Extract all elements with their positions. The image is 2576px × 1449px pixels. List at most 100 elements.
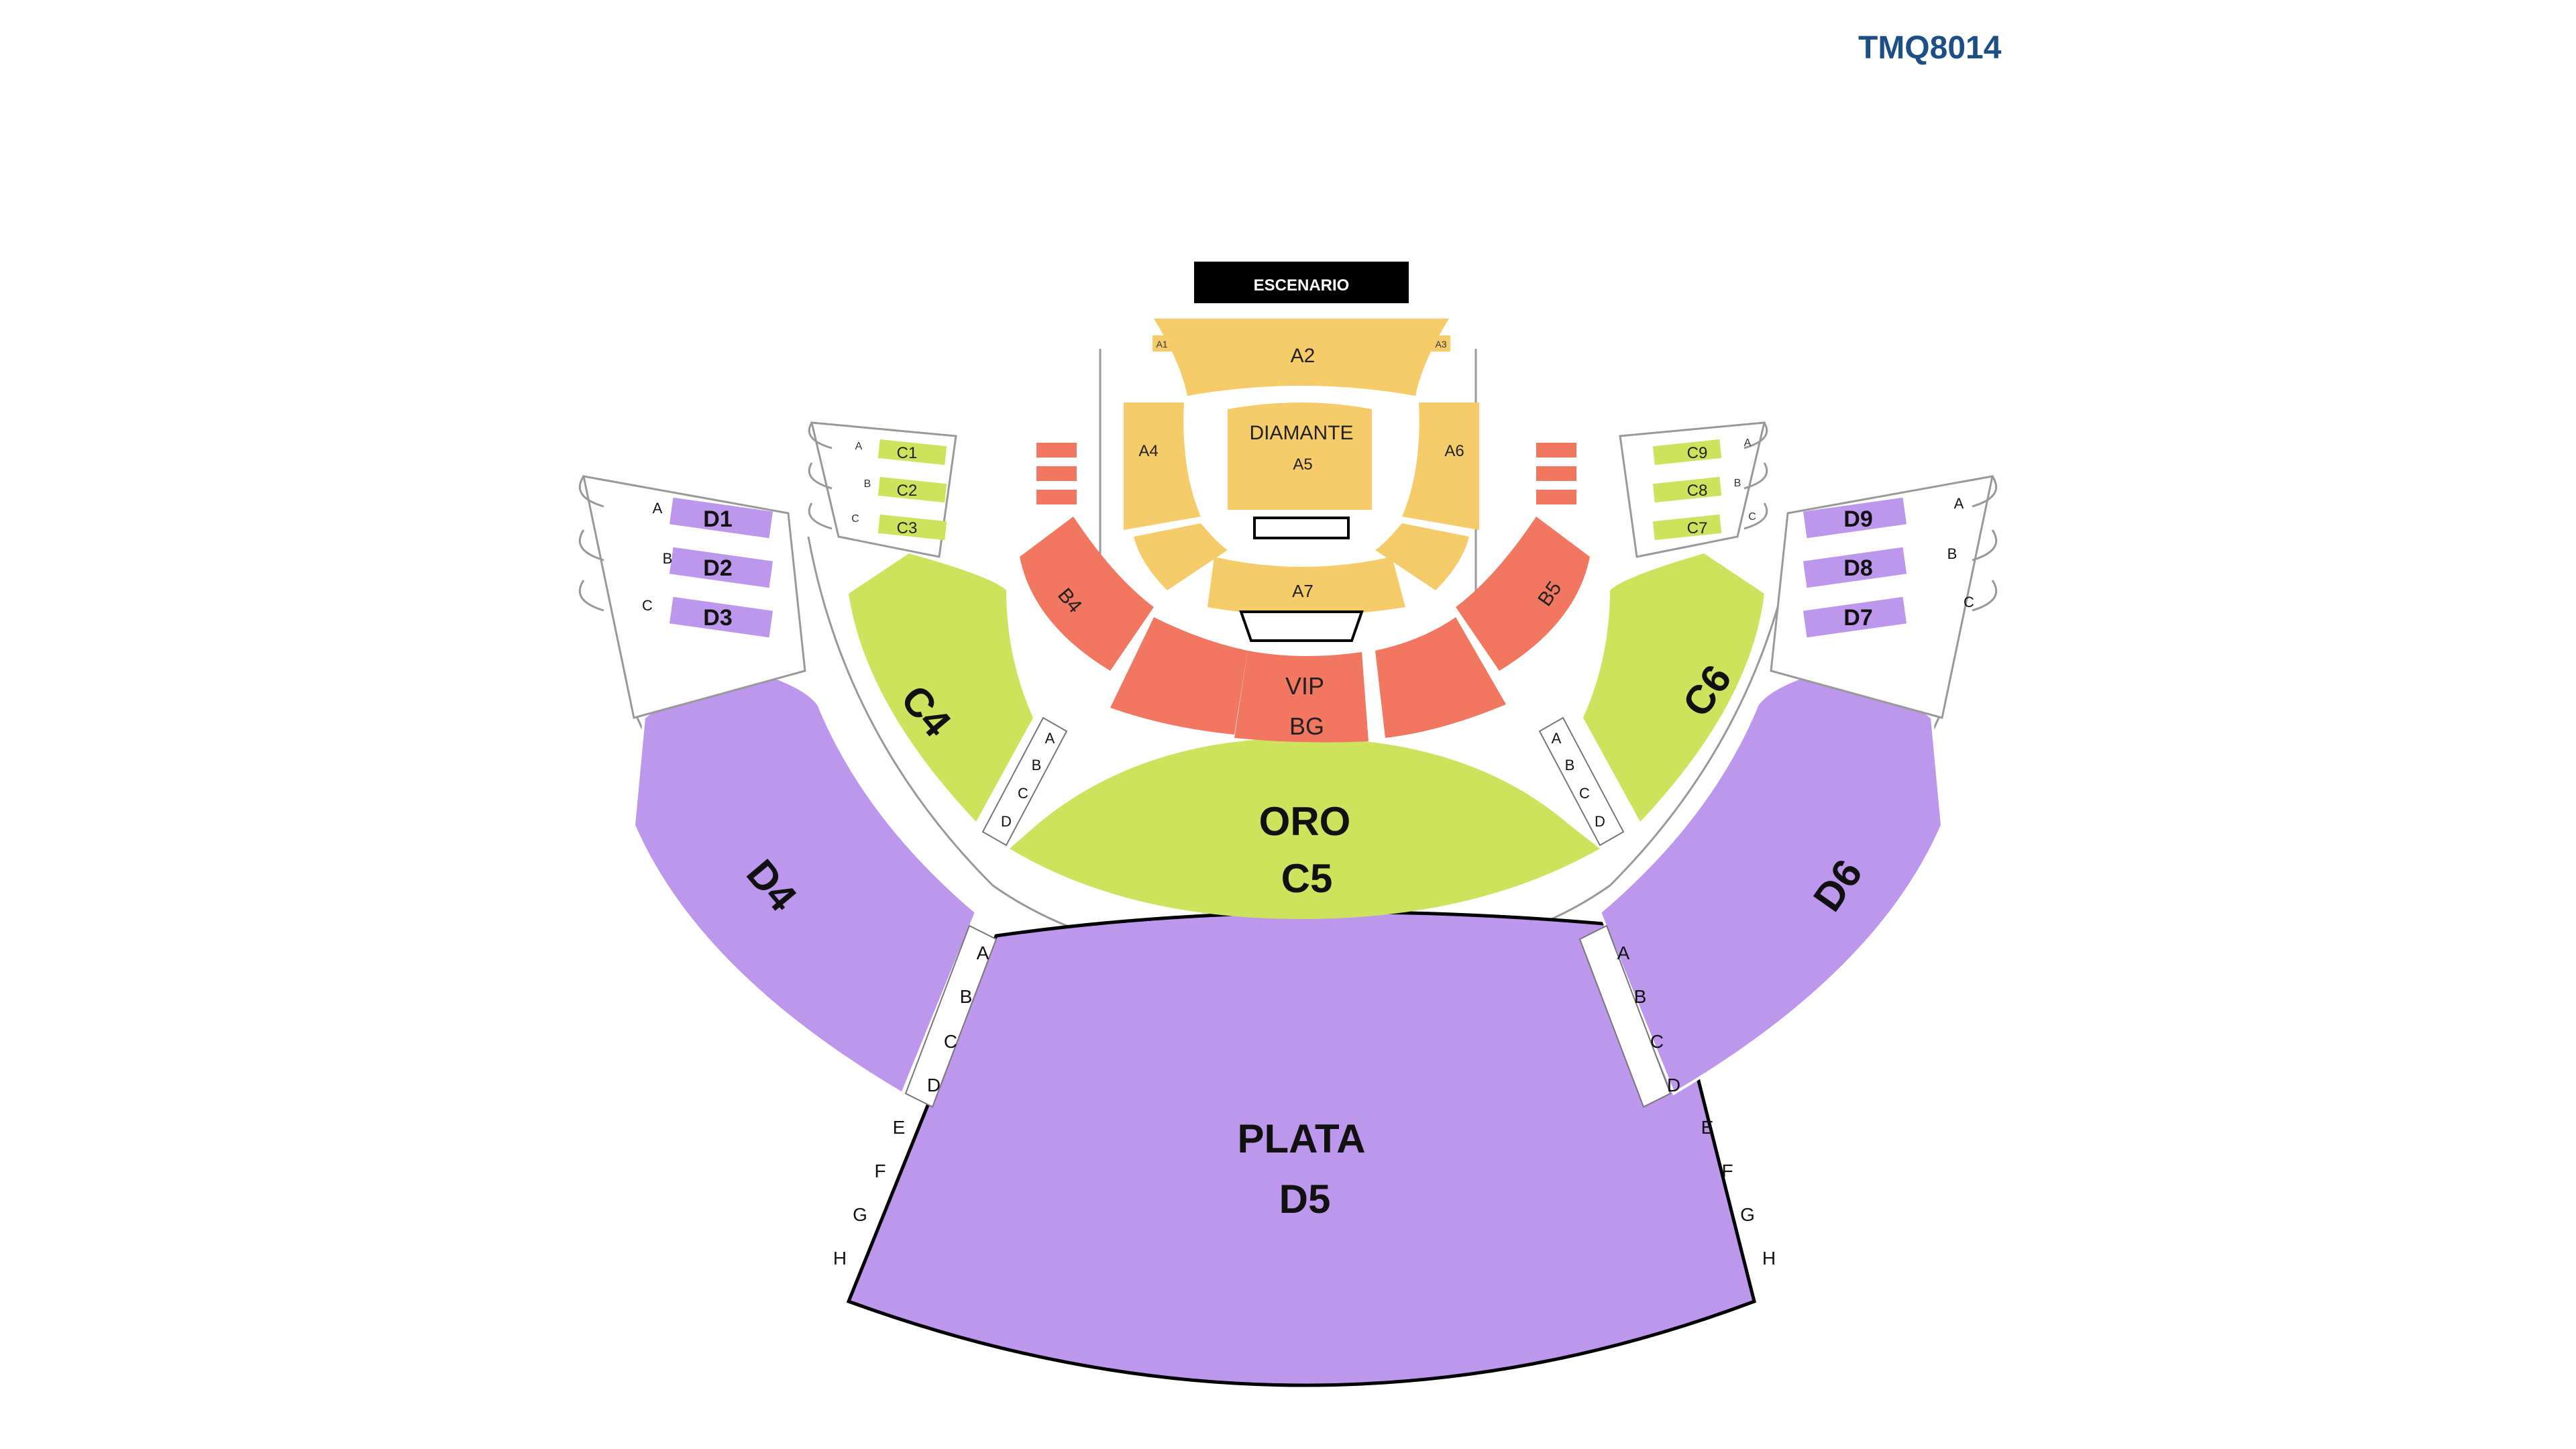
aisle-left-d-row-c: C <box>944 1031 957 1052</box>
aisle-left-c-row-c: C <box>1018 785 1028 802</box>
stage-label: ESCENARIO <box>1254 276 1350 294</box>
aisle-left-d-row-b: B <box>960 986 973 1007</box>
label-c3: C3 <box>897 519 918 537</box>
box-c7[interactable] <box>1652 514 1722 541</box>
row-a-d1: A <box>653 500 663 517</box>
row-c-c7: C <box>1748 511 1756 523</box>
aisle-right-d-row-a: A <box>1617 943 1630 963</box>
label-diamante: DIAMANTE <box>1249 422 1353 444</box>
label-a6: A6 <box>1444 442 1464 460</box>
label-vip: VIP <box>1285 672 1324 700</box>
label-d1: D1 <box>703 506 732 532</box>
section-a4[interactable] <box>1124 402 1201 530</box>
aisle-right-c-row-a: A <box>1552 730 1562 747</box>
red-boxes-right[interactable] <box>1536 443 1576 504</box>
aisle-right-d-row-g: G <box>1740 1204 1755 1225</box>
section-b4[interactable] <box>1020 517 1154 671</box>
aisle-right-c-row-c: C <box>1579 785 1590 802</box>
section-a5-diamante[interactable] <box>1228 402 1372 510</box>
aisle-right-c-row-d: D <box>1595 813 1605 830</box>
row-b-c2: B <box>864 478 871 490</box>
aisle-left-d-row-h: H <box>833 1248 847 1269</box>
box-c1[interactable] <box>877 439 947 466</box>
map-code: TMQ8014 <box>1858 30 2002 66</box>
section-a-right-lower[interactable] <box>1375 523 1469 590</box>
red-boxes-left[interactable] <box>1036 443 1077 504</box>
label-c7: C7 <box>1687 519 1708 537</box>
section-d6[interactable] <box>1598 659 1944 1095</box>
aisle-left-c-row-b: B <box>1032 757 1042 773</box>
section-a7[interactable] <box>1208 557 1405 616</box>
aisle-left-d: A B C D E F G H <box>833 924 998 1269</box>
row-a-d9: A <box>1954 495 1964 512</box>
control-booth-b <box>1239 610 1364 642</box>
box-d7[interactable] <box>1803 596 1907 638</box>
aisle-left-d-row-d: D <box>927 1075 941 1095</box>
box-c9[interactable] <box>1652 439 1722 466</box>
box-c3[interactable] <box>877 514 947 541</box>
label-d5: D5 <box>1279 1177 1331 1222</box>
aisle-left-d-row-a: A <box>977 943 989 963</box>
label-a2: A2 <box>1291 345 1316 367</box>
aisle-left-d-row-g: G <box>853 1204 867 1225</box>
label-a7: A7 <box>1292 581 1313 601</box>
box-d9[interactable] <box>1803 497 1907 539</box>
aisle-left-d-row-e: E <box>893 1117 906 1138</box>
label-c1: C1 <box>897 444 918 462</box>
label-c9: C9 <box>1687 444 1708 462</box>
row-c-d3: C <box>642 597 653 614</box>
label-d2: D2 <box>703 555 732 581</box>
label-plata: PLATA <box>1237 1116 1365 1161</box>
label-d3: D3 <box>703 605 732 631</box>
section-a1[interactable] <box>1152 335 1171 352</box>
section-vip-bg[interactable] <box>1234 651 1368 743</box>
row-c-d7: C <box>1964 594 1974 610</box>
label-a3: A3 <box>1435 339 1446 350</box>
box-c8[interactable] <box>1652 476 1722 503</box>
row-a-c9: A <box>1744 437 1752 449</box>
aisle-left-c-row-a: A <box>1045 730 1055 747</box>
label-c2: C2 <box>897 482 918 500</box>
label-d8: D8 <box>1843 555 1872 581</box>
label-a1: A1 <box>1156 339 1167 350</box>
aisle-right-d-row-b: B <box>1634 986 1647 1007</box>
aisle-right-d-row-h: H <box>1762 1248 1776 1269</box>
row-b-d2: B <box>663 550 673 567</box>
box-d1[interactable] <box>669 497 773 539</box>
row-a-c1: A <box>855 441 863 452</box>
label-d9: D9 <box>1843 506 1872 532</box>
label-a4: A4 <box>1138 442 1158 460</box>
aisle-left-c: A B C D <box>981 716 1068 847</box>
box-d8[interactable] <box>1803 547 1907 588</box>
box-d3[interactable] <box>669 596 773 638</box>
section-a6[interactable] <box>1402 402 1479 530</box>
label-c5: C5 <box>1281 856 1333 901</box>
section-c4[interactable] <box>849 553 1033 822</box>
aisle-right-c: A B C D <box>1538 716 1625 847</box>
section-vip-left[interactable] <box>1110 617 1248 735</box>
aisle-right-d-row-c: C <box>1650 1031 1664 1052</box>
box-group-right-d <box>1770 475 1998 719</box>
row-c-c3: C <box>851 513 859 525</box>
aisle-left-d-row-f: F <box>874 1161 885 1181</box>
section-c6[interactable] <box>1583 553 1764 822</box>
aisle-left-c-row-d: D <box>1001 813 1012 830</box>
aisle-right-d-row-e: E <box>1701 1117 1714 1138</box>
box-d2[interactable] <box>669 547 773 588</box>
section-a3[interactable] <box>1432 335 1450 352</box>
aisle-right-d: A B C D E F G H <box>1578 924 1776 1269</box>
section-vip-right[interactable] <box>1375 617 1506 738</box>
section-b5[interactable] <box>1456 517 1590 671</box>
section-d4[interactable] <box>632 659 978 1095</box>
row-b-c8: B <box>1734 478 1741 489</box>
stage <box>1194 262 1409 303</box>
aisle-right-d-row-f: F <box>1721 1161 1733 1181</box>
box-c2[interactable] <box>877 476 947 503</box>
section-a2[interactable] <box>1154 319 1449 396</box>
section-c5-oro[interactable] <box>1010 738 1600 919</box>
section-a-left-lower[interactable] <box>1134 523 1228 590</box>
aisle-right-d-row-d: D <box>1667 1075 1680 1095</box>
label-bg: BG <box>1289 712 1324 740</box>
label-a5: A5 <box>1293 455 1312 474</box>
